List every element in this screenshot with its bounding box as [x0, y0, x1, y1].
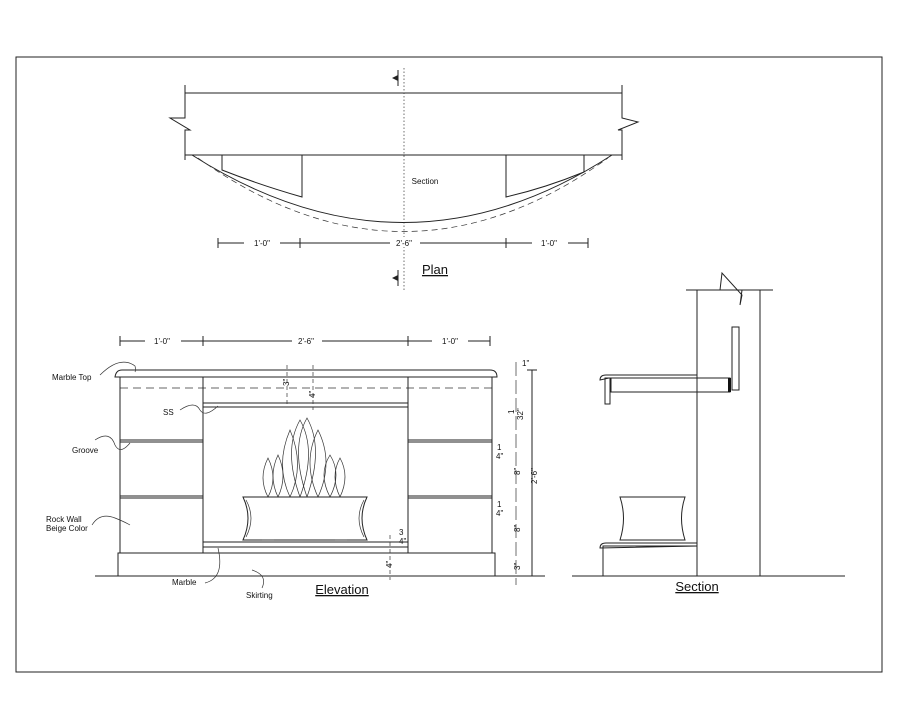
right-dim-1-32-den: 32" — [516, 408, 525, 420]
plan-view: 1'-0" 2'-6" 1'-0" Section Plan — [168, 68, 640, 292]
plan-dim-right: 1'-0" — [541, 239, 557, 248]
section-shelf — [610, 377, 731, 393]
elev-dim-3in: 3" — [282, 379, 291, 386]
section-marker-top — [392, 75, 398, 81]
ss-strip — [202, 402, 409, 408]
right-dim-q2-den: 4" — [496, 509, 503, 518]
plan-dim-left: 1'-0" — [254, 239, 270, 248]
right-dim-8in-a: 8" — [513, 468, 522, 475]
right-dim-q1-den: 4" — [496, 452, 503, 461]
label-skirting: Skirting — [246, 591, 273, 600]
right-pier — [407, 376, 493, 554]
label-ss: SS — [163, 408, 174, 417]
elev-dim-center: 2'-6" — [298, 337, 314, 346]
marble-base — [202, 541, 409, 548]
plan-dim-center: 2'-6" — [396, 239, 412, 248]
right-dim-1-32-num: 1 — [507, 409, 516, 414]
marble-top — [114, 369, 498, 378]
fire-bowl-elevation — [242, 417, 368, 541]
elev-dim-34-den: 4" — [399, 537, 406, 546]
right-dim-total: 2'-6" — [530, 468, 539, 484]
elev-dim-34-num: 3 — [399, 528, 404, 537]
right-dim-q1-num: 1 — [497, 443, 502, 452]
elevation-title: Elevation — [315, 582, 368, 597]
section-marker-bottom — [392, 275, 398, 281]
section-fire-bowl — [619, 496, 686, 541]
right-dim-1in: 1" — [522, 359, 529, 368]
elev-dim-4in: 4" — [308, 391, 317, 398]
label-marble-top: Marble Top — [52, 373, 92, 382]
plan-hatch-right — [505, 154, 585, 198]
section-view: Section — [572, 271, 845, 594]
plan-section-label: Section — [412, 177, 439, 186]
skirting — [117, 552, 496, 577]
section-title: Section — [675, 579, 718, 594]
right-dim-8in-b: 8" — [513, 525, 522, 532]
label-marble: Marble — [172, 578, 197, 587]
left-pier — [119, 376, 204, 554]
elev-dim-right: 1'-0" — [442, 337, 458, 346]
right-dim-q2-num: 1 — [497, 500, 502, 509]
label-beige-color: Beige Color — [46, 524, 88, 533]
label-groove: Groove — [72, 446, 99, 455]
elev-dim-left: 1'-0" — [154, 337, 170, 346]
right-dim-3in: 3" — [513, 563, 522, 570]
sheet-border — [15, 56, 883, 673]
elev-dim-4in-base: 4" — [385, 561, 394, 568]
plan-title: Plan — [422, 262, 448, 277]
plan-hatch-left — [221, 154, 303, 198]
elevation-view: 1'-0" 2'-6" 1'-0" — [46, 335, 545, 600]
label-rock-wall: Rock Wall — [46, 515, 82, 524]
section-wall — [696, 271, 761, 577]
